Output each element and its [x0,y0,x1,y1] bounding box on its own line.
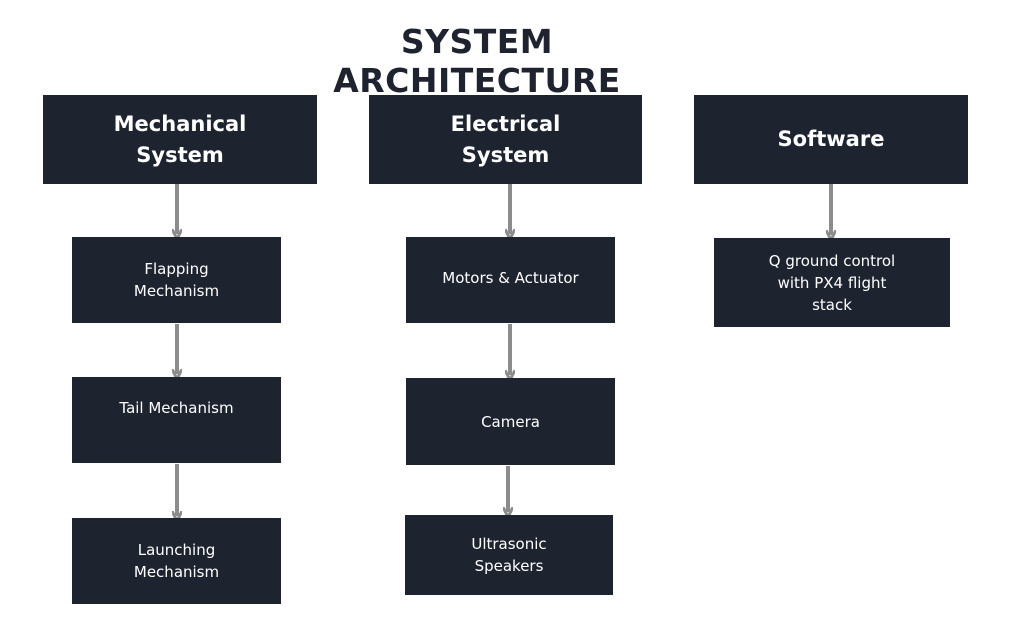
ultrasonic-speakers-label: Ultrasonic Speakers [471,535,547,575]
mechanical-system-box: Mechanical System [43,95,317,184]
diagram-title: SYSTEM ARCHITECTURE [333,22,621,100]
launching-mechanism-box: Launching Mechanism [72,518,281,604]
software-label: Software [777,127,885,151]
electrical-system-box: Electrical System [369,95,642,184]
motors-actuator-label: Motors & Actuator [442,269,579,287]
qgroundcontrol-box: Q ground control with PX4 flight stack [714,238,950,327]
software-box: Software [694,95,968,184]
tail-mechanism-box: Tail Mechanism [72,377,281,463]
ultrasonic-speakers-box: Ultrasonic Speakers [405,515,613,595]
camera-box: Camera [406,378,615,465]
flapping-mechanism-label: Flapping Mechanism [133,260,220,300]
qgroundcontrol-label: Q ground control with PX4 flight stack [768,251,896,314]
flapping-mechanism-box: Flapping Mechanism [72,237,281,323]
camera-label: Camera [481,412,540,431]
motors-actuator-box: Motors & Actuator [406,237,615,323]
mechanical-system-label: Mechanical System [113,111,247,167]
tail-mechanism-label: Tail Mechanism [119,399,234,417]
launching-mechanism-label: Launching Mechanism [133,541,220,581]
electrical-system-label: Electrical System [450,111,561,167]
